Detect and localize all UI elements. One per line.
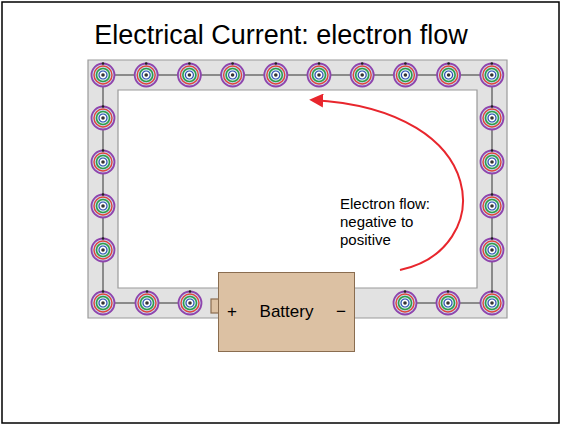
atom: [394, 290, 417, 314]
atom: [92, 62, 115, 86]
atom: [92, 290, 115, 314]
battery-box: + Battery −: [218, 272, 355, 352]
atom: [179, 290, 202, 314]
atom: [92, 149, 115, 173]
atom: [178, 62, 201, 86]
atom: [481, 105, 504, 129]
atom: [437, 62, 460, 86]
atom-chain: [103, 75, 492, 303]
slide-border: [2, 2, 559, 423]
atom: [394, 62, 417, 86]
battery-text: −: [336, 302, 346, 322]
atom: [264, 62, 287, 86]
atom: [437, 290, 460, 314]
atom: [481, 193, 504, 217]
slide-title: Electrical Current: electron flow: [0, 20, 562, 51]
atom: [135, 62, 158, 86]
flow-label: Electron flow: negative to positive: [340, 195, 440, 249]
electron-path: [103, 75, 492, 76]
atom: [481, 290, 504, 314]
flow-arrow: [312, 100, 463, 270]
atom: [136, 290, 159, 314]
atom: [92, 237, 115, 261]
atom: [92, 193, 115, 217]
battery-text: +: [227, 302, 237, 322]
atom: [351, 62, 374, 86]
atom: [221, 62, 244, 86]
atom: [481, 237, 504, 261]
battery-text: Battery: [260, 302, 314, 322]
atom: [480, 62, 503, 86]
atom: [308, 62, 331, 86]
atom: [481, 149, 504, 173]
atom: [92, 105, 115, 129]
